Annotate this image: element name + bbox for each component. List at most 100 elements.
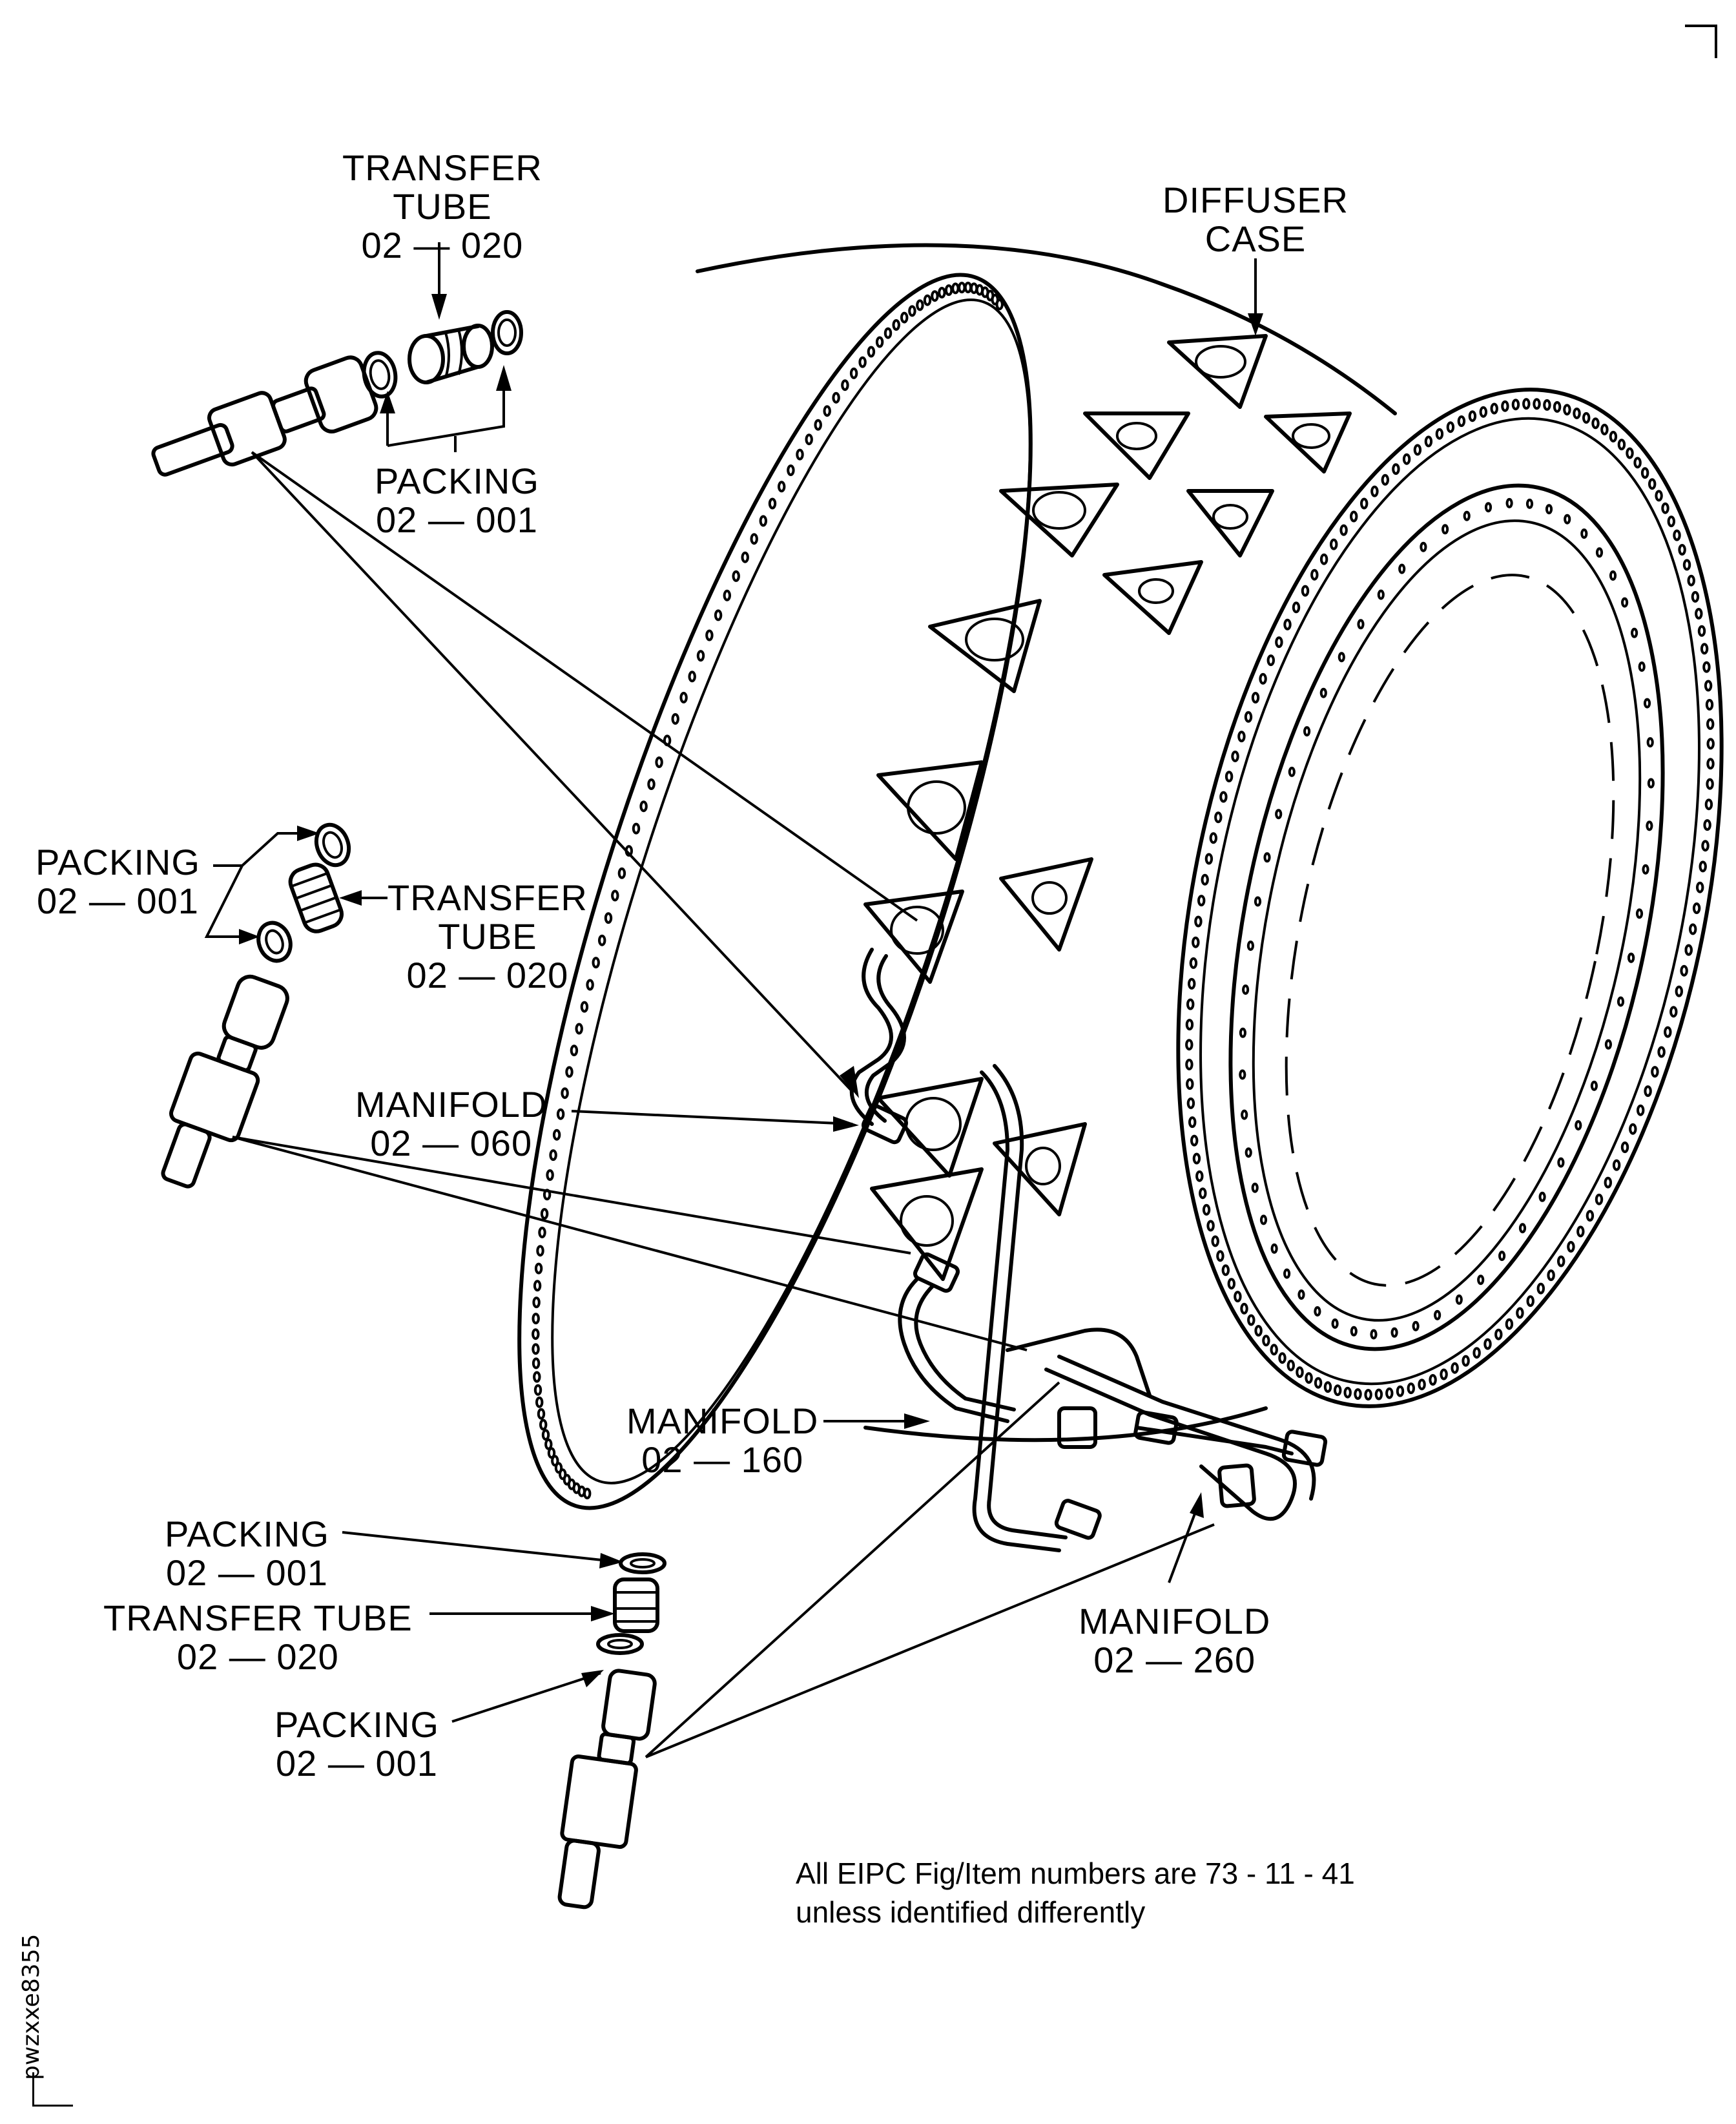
bolt-hole [539,1228,544,1237]
bolt-hole [1544,401,1549,410]
bolt-hole [1669,517,1674,526]
bolt-hole [1630,1125,1635,1134]
bolt-hole [1465,512,1469,520]
bolt-hole [1707,780,1712,789]
bolt-hole [1192,1136,1197,1145]
bolt-hole [1502,402,1507,411]
fuel-nozzle-top [145,354,379,492]
bolt-hole [1448,422,1453,432]
bolt-hole [932,291,937,300]
bolt-hole [1421,543,1425,551]
label-manifold-260: MANIFOLD 02 — 260 [1079,1602,1270,1680]
bolt-hole [1643,866,1648,873]
bolt-hole [1290,768,1294,776]
bolt-hole [1507,499,1512,507]
bolt-hole [1452,1364,1457,1373]
bolt-hole [1459,417,1464,426]
bolt-hole [547,1171,552,1180]
bolt-hole [606,913,611,922]
bolt-hole [541,1421,546,1430]
bolt-hole [1415,445,1420,454]
bolt-hole [1299,1291,1303,1298]
bolt-hole [1638,1106,1643,1115]
bolt-hole [552,1456,557,1465]
bolt-hole [1629,954,1633,962]
bolt-hole [1584,413,1589,422]
bolt-hole [1702,841,1708,850]
figure-id: pwzxxe8355 [18,1933,45,2080]
bolt-hole [1463,1357,1468,1366]
bolt-hole [546,1440,551,1449]
bolt-hole [1645,700,1649,707]
bolt-hole [1211,833,1216,842]
bolt-hole [1706,682,1711,691]
bolt-hole [1358,620,1363,628]
bolt-hole [1696,609,1701,618]
label-diffuser-case: DIFFUSER CASE [1162,181,1348,258]
bolt-hole [535,1386,541,1395]
bolt-hole [1229,1279,1234,1288]
bolt-hole [1217,1251,1223,1260]
part-number: 02 — 020 [406,955,569,995]
bolt-hole [1474,1348,1479,1357]
bolt-hole [707,631,712,640]
label-line: TUBE [438,916,537,957]
bolt-hole [1203,875,1208,884]
bolt-hole [1189,979,1194,988]
bolt-hole [1658,1048,1664,1057]
bolt-hole [1587,1211,1593,1220]
bolt-hole [1242,1111,1246,1119]
bolt-hole [1435,1311,1440,1319]
bolt-hole [1619,440,1624,449]
bolt-hole [1622,599,1627,607]
diffuser-inner-ring [1159,446,1733,1388]
bolt-hole [1312,570,1317,579]
bolt-hole [1248,942,1253,950]
fuel-manifolds [852,950,1327,1550]
bolt-hole [1576,1121,1580,1129]
bolt-hole [1232,752,1237,761]
bolt-hole [725,591,730,600]
label-line: TRANSFER TUBE [103,1598,413,1638]
bolt-hole [716,610,721,620]
bolt-hole [939,288,944,297]
bolt-hole [1470,411,1475,421]
bolt-hole [1241,1029,1245,1037]
bolt-hole [1392,1329,1397,1337]
fuel-nozzle-left [149,966,291,1197]
bolt-hole [825,406,830,415]
label-packing-bottom-1: PACKING 02 — 001 [165,1515,329,1592]
bolt-hole [634,824,639,833]
bolt-hole [1637,910,1642,917]
manifold-02-060-tube [852,950,891,1124]
bolt-hole [599,936,604,945]
bolt-hole [1199,896,1204,905]
bolt-hole [997,300,1002,309]
leader-lines [207,242,1263,1757]
bolt-hole [1355,1390,1360,1399]
bolt-hole [619,869,625,878]
note-line-2: unless identified differently [796,1895,1146,1929]
bolt-hole [1376,1390,1381,1399]
crop-mark-top-right [1685,25,1717,58]
bolt-hole [1632,629,1637,637]
nozzle-boss-pads [865,336,1350,1279]
bolt-hole [1248,1316,1254,1325]
bolt-hole [1414,1322,1418,1330]
bolt-hole [779,482,784,491]
bolt-hole [1645,1087,1650,1096]
bolt-hole [1662,504,1668,513]
bolt-hole [1437,430,1442,439]
bottom-exploded-parts [552,1554,665,1913]
bolt-hole [1221,793,1226,802]
bolt-hole [1597,548,1602,556]
bolt-hole [1596,1195,1602,1204]
bolt-hole [1578,1227,1583,1236]
bolt-hole [648,780,654,789]
bolt-hole [1540,1193,1545,1201]
bolt-hole [925,296,930,305]
bolt-hole [1548,1271,1553,1280]
bolt-hole [743,553,748,562]
bolt-hole [533,1329,538,1338]
